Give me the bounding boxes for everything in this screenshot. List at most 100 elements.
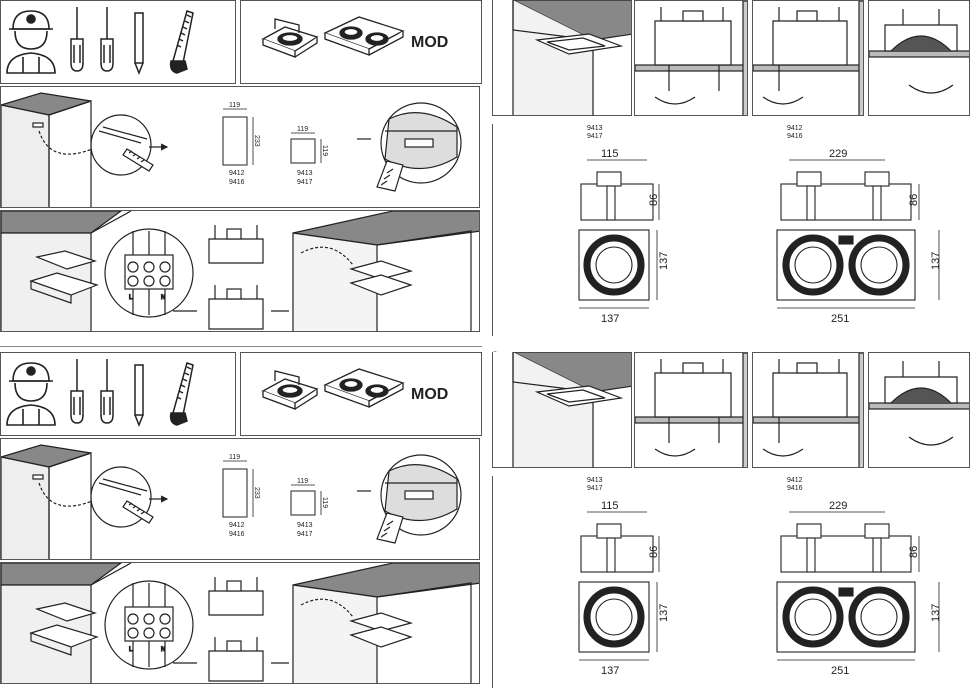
svg-text:L: L	[129, 295, 133, 301]
ceiling-drawing	[1, 444, 169, 559]
svg-text:9417: 9417	[587, 133, 603, 140]
step3-spring-panel-1	[634, 352, 748, 468]
svg-text:119: 119	[229, 102, 240, 109]
cutout-detail-circle	[357, 102, 462, 192]
svg-text:9412: 9412	[229, 522, 245, 529]
svg-text:9416: 9416	[229, 179, 245, 186]
svg-text:233: 233	[253, 135, 260, 147]
cutout-panel: 119 233 9412 9416 119 119 9413 9417	[0, 438, 480, 560]
double-top-view	[776, 581, 940, 661]
single-luminaire-image	[261, 370, 319, 410]
svg-text:115: 115	[601, 148, 619, 160]
svg-text:86: 86	[648, 194, 660, 206]
step3-spring-panel-2	[752, 0, 864, 116]
cutout-single-diagram: 119 119 9413 9417	[290, 126, 328, 186]
svg-text:119: 119	[229, 454, 240, 461]
cutout-detail-circle	[357, 454, 462, 544]
screwdriver-icon	[70, 359, 84, 424]
svg-text:137: 137	[658, 604, 670, 622]
svg-text:137: 137	[930, 604, 942, 622]
svg-text:9412: 9412	[787, 125, 803, 132]
svg-text:86: 86	[908, 194, 920, 206]
luminaire-side-views	[173, 577, 289, 682]
svg-text:233: 233	[253, 487, 260, 499]
step3-lamp-panel	[868, 352, 970, 468]
svg-text:86: 86	[908, 546, 920, 558]
step3-ceiling-panel	[492, 0, 632, 116]
single-top-view	[578, 229, 658, 309]
svg-text:119: 119	[321, 497, 328, 508]
svg-text:9413: 9413	[587, 125, 603, 132]
terminal-block-detail: L N	[104, 580, 194, 670]
svg-text:9416: 9416	[787, 133, 803, 140]
svg-text:9413: 9413	[587, 477, 603, 484]
tools-panel	[0, 0, 236, 84]
svg-text:137: 137	[601, 665, 619, 677]
svg-text:251: 251	[831, 665, 849, 677]
wiring-panel: L N	[0, 562, 480, 684]
terminal-block-detail: L N	[104, 228, 194, 318]
single-front-view	[580, 159, 660, 221]
ceiling-install-drawing	[1, 563, 132, 683]
cutout-single-diagram: 119 119 9413 9417	[290, 478, 328, 538]
step3-spring-panel-2	[752, 352, 864, 468]
instruction-sheet-bottom: MOD 119 23	[0, 350, 970, 692]
svg-text:9412: 9412	[229, 170, 245, 177]
double-luminaire-image	[323, 16, 405, 56]
svg-text:9417: 9417	[587, 485, 603, 492]
products-panel: MOD	[240, 352, 482, 436]
double-luminaire-image	[323, 368, 405, 408]
svg-text:9417: 9417	[297, 531, 313, 538]
step3-spring-panel-1	[634, 0, 748, 116]
brand-logo: MOD	[411, 34, 448, 51]
luminaire-side-views	[173, 225, 289, 330]
svg-text:229: 229	[829, 500, 847, 512]
double-front-view	[780, 511, 920, 573]
ceiling-final-drawing	[292, 563, 479, 683]
ceiling-final-drawing	[292, 211, 479, 331]
svg-text:86: 86	[648, 546, 660, 558]
worker-helmet-icon	[6, 10, 56, 74]
saw-icon	[169, 10, 194, 74]
brand-logo: MOD	[411, 386, 448, 403]
products-panel: MOD	[240, 0, 482, 84]
svg-text:119: 119	[297, 478, 308, 485]
dimensions-panel: 9413 9417 9412 9416 115 86	[492, 124, 970, 336]
worker-helmet-icon	[6, 362, 56, 426]
page-divider	[0, 346, 482, 347]
ceiling-install-drawing	[1, 211, 132, 331]
cutout-double-diagram: 119 233 9412 9416	[222, 454, 260, 538]
svg-text:119: 119	[321, 145, 328, 156]
step3-ceiling-panel	[492, 352, 632, 468]
svg-text:9412: 9412	[787, 477, 803, 484]
svg-text:137: 137	[601, 313, 619, 325]
pencil-icon	[134, 364, 144, 428]
dimensions-panel: 9413 9417 9412 9416 115 86	[492, 476, 970, 688]
single-top-view	[578, 581, 658, 661]
cutout-double-diagram: 119 233 9412 9416	[222, 102, 260, 186]
screwdriver-flat-icon	[100, 7, 114, 72]
ceiling-drawing	[1, 92, 169, 207]
wiring-panel: L N	[0, 210, 480, 332]
screwdriver-flat-icon	[100, 359, 114, 424]
tools-panel	[0, 352, 236, 436]
svg-text:251: 251	[831, 313, 849, 325]
screwdriver-icon	[70, 7, 84, 72]
cutout-panel: 119 233 9412 9416 119 119 9413 9417	[0, 86, 480, 208]
svg-text:9417: 9417	[297, 179, 313, 186]
svg-text:N: N	[161, 647, 165, 653]
svg-text:9416: 9416	[229, 531, 245, 538]
step3-lamp-panel	[868, 0, 970, 116]
svg-text:115: 115	[601, 500, 619, 512]
svg-text:N: N	[161, 295, 165, 301]
single-luminaire-image	[261, 18, 319, 58]
svg-text:9413: 9413	[297, 522, 313, 529]
svg-text:229: 229	[829, 148, 847, 160]
single-front-view	[580, 511, 660, 573]
svg-text:9413: 9413	[297, 170, 313, 177]
svg-text:137: 137	[930, 252, 942, 270]
svg-text:L: L	[129, 647, 133, 653]
double-front-view	[780, 159, 920, 221]
instruction-sheet-top: MOD 119 23	[0, 0, 970, 340]
pencil-icon	[134, 12, 144, 76]
